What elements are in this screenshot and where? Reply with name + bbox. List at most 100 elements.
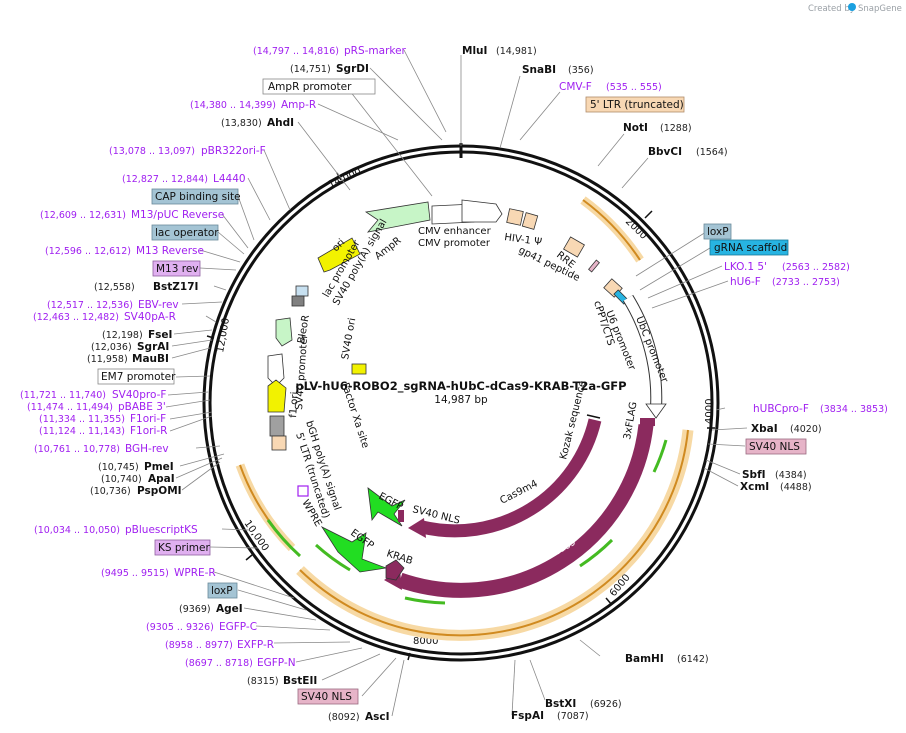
cmv-promoter-arrow (461, 199, 503, 223)
m13-rev-label[interactable]: M13 rev (156, 263, 199, 275)
leader-snabi (499, 75, 521, 149)
primer-hubcpro-f-pos: (3834 .. 3853) (820, 404, 888, 415)
primer-m13-reverse-pos: (12,596 .. 12,612) (45, 246, 131, 257)
sv40-polya-box (291, 295, 305, 307)
egfp-outer-arrow (320, 525, 388, 573)
leader-pspomi (181, 461, 221, 491)
loxp-right-label[interactable]: loxP (707, 226, 729, 238)
primer-pbabe3[interactable]: pBABE 3' (118, 401, 166, 413)
primer-pbluescriptks[interactable]: pBluescriptKS (125, 524, 198, 536)
krab-arrow (385, 559, 405, 581)
leader-exfpr (273, 641, 351, 644)
primer-hubcpro-f[interactable]: hUBCpro-F (753, 403, 809, 415)
site-maubi[interactable]: MauBI (132, 353, 169, 365)
site-xbai[interactable]: XbaI (751, 423, 778, 435)
primer-wpre-r[interactable]: WPRE-R (174, 567, 216, 579)
green-arc-3 (404, 596, 446, 605)
primer-ebv-rev[interactable]: EBV-rev (138, 299, 179, 311)
site-bamhi[interactable]: BamHI (625, 653, 664, 665)
primer-sv40pa-r[interactable]: SV40pA-R (124, 311, 176, 323)
leader-em7 (175, 375, 211, 378)
primer-cmv-f[interactable]: CMV-F (559, 81, 592, 93)
site-sgrai[interactable]: SgrAI (137, 341, 169, 353)
orange-orf-bottom-line (299, 429, 689, 637)
em7-promoter-label[interactable]: EM7 promoter (101, 371, 176, 383)
credit-brand: SnapGene (858, 4, 902, 14)
boxed-labels: AmpR promoter 5' LTR (truncated) CAP bin… (97, 78, 807, 705)
primer-m13puc-reverse[interactable]: M13/pUC Reverse (131, 209, 224, 221)
site-asci[interactable]: AscI (365, 711, 390, 723)
leader-amprpromoter (345, 85, 433, 197)
ampr-promoter-label[interactable]: AmpR promoter (268, 81, 352, 93)
cas9m4-arc (420, 418, 602, 538)
primer-exfp-r[interactable]: EXFP-R (237, 639, 274, 651)
leader-sv40nls-bottom (361, 657, 397, 697)
site-sgrdi[interactable]: SgrDI (336, 63, 369, 75)
loxp-right-box (703, 223, 732, 240)
primer-f1ori-f[interactable]: F1ori-F (130, 413, 166, 425)
bleor-label: BleoR (296, 314, 312, 344)
site-bsteii[interactable]: BstEII (283, 675, 317, 687)
primer-f1ori-r-pos: (11,124 .. 11,143) (39, 426, 125, 437)
sv40-nls-bottom-label[interactable]: SV40 NLS (301, 691, 352, 703)
primer-lko1-pos: (2563 .. 2582) (782, 262, 850, 273)
site-asci-pos: (8092) (328, 712, 360, 723)
site-ahdi[interactable]: AhdI (267, 117, 294, 129)
ks-primer-label[interactable]: KS primer (158, 542, 210, 554)
loxp-left-box (207, 582, 238, 599)
sv40-nls-right-label[interactable]: SV40 NLS (749, 441, 800, 453)
leader-m13rev (199, 267, 237, 271)
site-bbvci[interactable]: BbvCI (648, 146, 682, 158)
primer-f1ori-r[interactable]: F1ori-R (130, 425, 167, 437)
site-apai[interactable]: ApaI (148, 473, 175, 485)
primer-amp-r[interactable]: Amp-R (281, 99, 316, 111)
leader-bbvci (621, 157, 649, 189)
site-pmei[interactable]: PmeI (144, 461, 174, 473)
ltr3-box (271, 435, 287, 451)
site-agei[interactable]: AgeI (216, 603, 243, 615)
sv40-nls-inner-box (398, 510, 404, 522)
site-snabi-pos: (356) (568, 65, 594, 76)
primer-exfp-r-pos: (8958 .. 8977) (165, 640, 233, 651)
site-maubi-pos: (11,958) (87, 354, 128, 365)
leader-sv40par (205, 315, 217, 323)
site-apai-pos: (10,740) (101, 474, 142, 485)
primer-pbr322ori-f[interactable]: pBR322ori-F (201, 145, 266, 157)
site-noti[interactable]: NotI (623, 122, 648, 134)
site-xcmi-pos: (4488) (780, 482, 812, 493)
leader-f1orir (169, 415, 213, 432)
leader-ampr (317, 103, 399, 141)
loxp-left-label[interactable]: loxP (211, 585, 233, 597)
tick-label-8000: 8000 (413, 636, 438, 647)
primer-hu6-f[interactable]: hU6-F (730, 276, 761, 288)
site-pspomi[interactable]: PspOMI (137, 485, 182, 497)
site-ahdi-pos: (13,830) (221, 118, 262, 129)
lac-operator-label[interactable]: lac operator (155, 227, 219, 239)
primer-bgh-rev[interactable]: BGH-rev (125, 443, 169, 455)
site-bsteii-pos: (8315) (247, 676, 279, 687)
primer-egfp-n[interactable]: EGFP-N (257, 657, 296, 669)
grna-scaffold-label[interactable]: gRNA scaffold (714, 242, 787, 254)
primer-egfp-c[interactable]: EGFP-C (219, 621, 257, 633)
em7-promoter-arrow (267, 353, 285, 387)
ltr-truncated-label[interactable]: 5' LTR (truncated) (590, 99, 684, 111)
plasmid-length: 14,987 bp (434, 394, 488, 406)
site-bstz17i[interactable]: BstZ17I (153, 281, 198, 293)
primer-wpre-r-pos: (9495 .. 9515) (101, 568, 169, 579)
site-fsei[interactable]: FseI (148, 329, 172, 341)
site-mlui[interactable]: MluI (462, 45, 487, 57)
site-snabi[interactable]: SnaBI (522, 64, 556, 76)
site-sbfi[interactable]: SbfI (742, 469, 766, 481)
site-bstxi[interactable]: BstXI (545, 698, 576, 710)
cap-site-label[interactable]: CAP binding site (155, 191, 241, 203)
primer-sv40pro-f[interactable]: SV40pro-F (112, 389, 166, 401)
primer-m13-reverse[interactable]: M13 Reverse (136, 245, 204, 257)
primer-l4440[interactable]: L4440 (213, 173, 246, 185)
primer-prs-marker[interactable]: pRS-marker (344, 45, 407, 57)
flag-box (640, 418, 655, 426)
site-fspai[interactable]: FspAI (511, 710, 544, 722)
leader-egfpn (295, 647, 363, 663)
sv40-ori-label: SV40 ori (340, 317, 358, 360)
site-xcmi[interactable]: XcmI (740, 481, 769, 493)
primer-lko1[interactable]: LKO.1 5' (724, 261, 767, 273)
